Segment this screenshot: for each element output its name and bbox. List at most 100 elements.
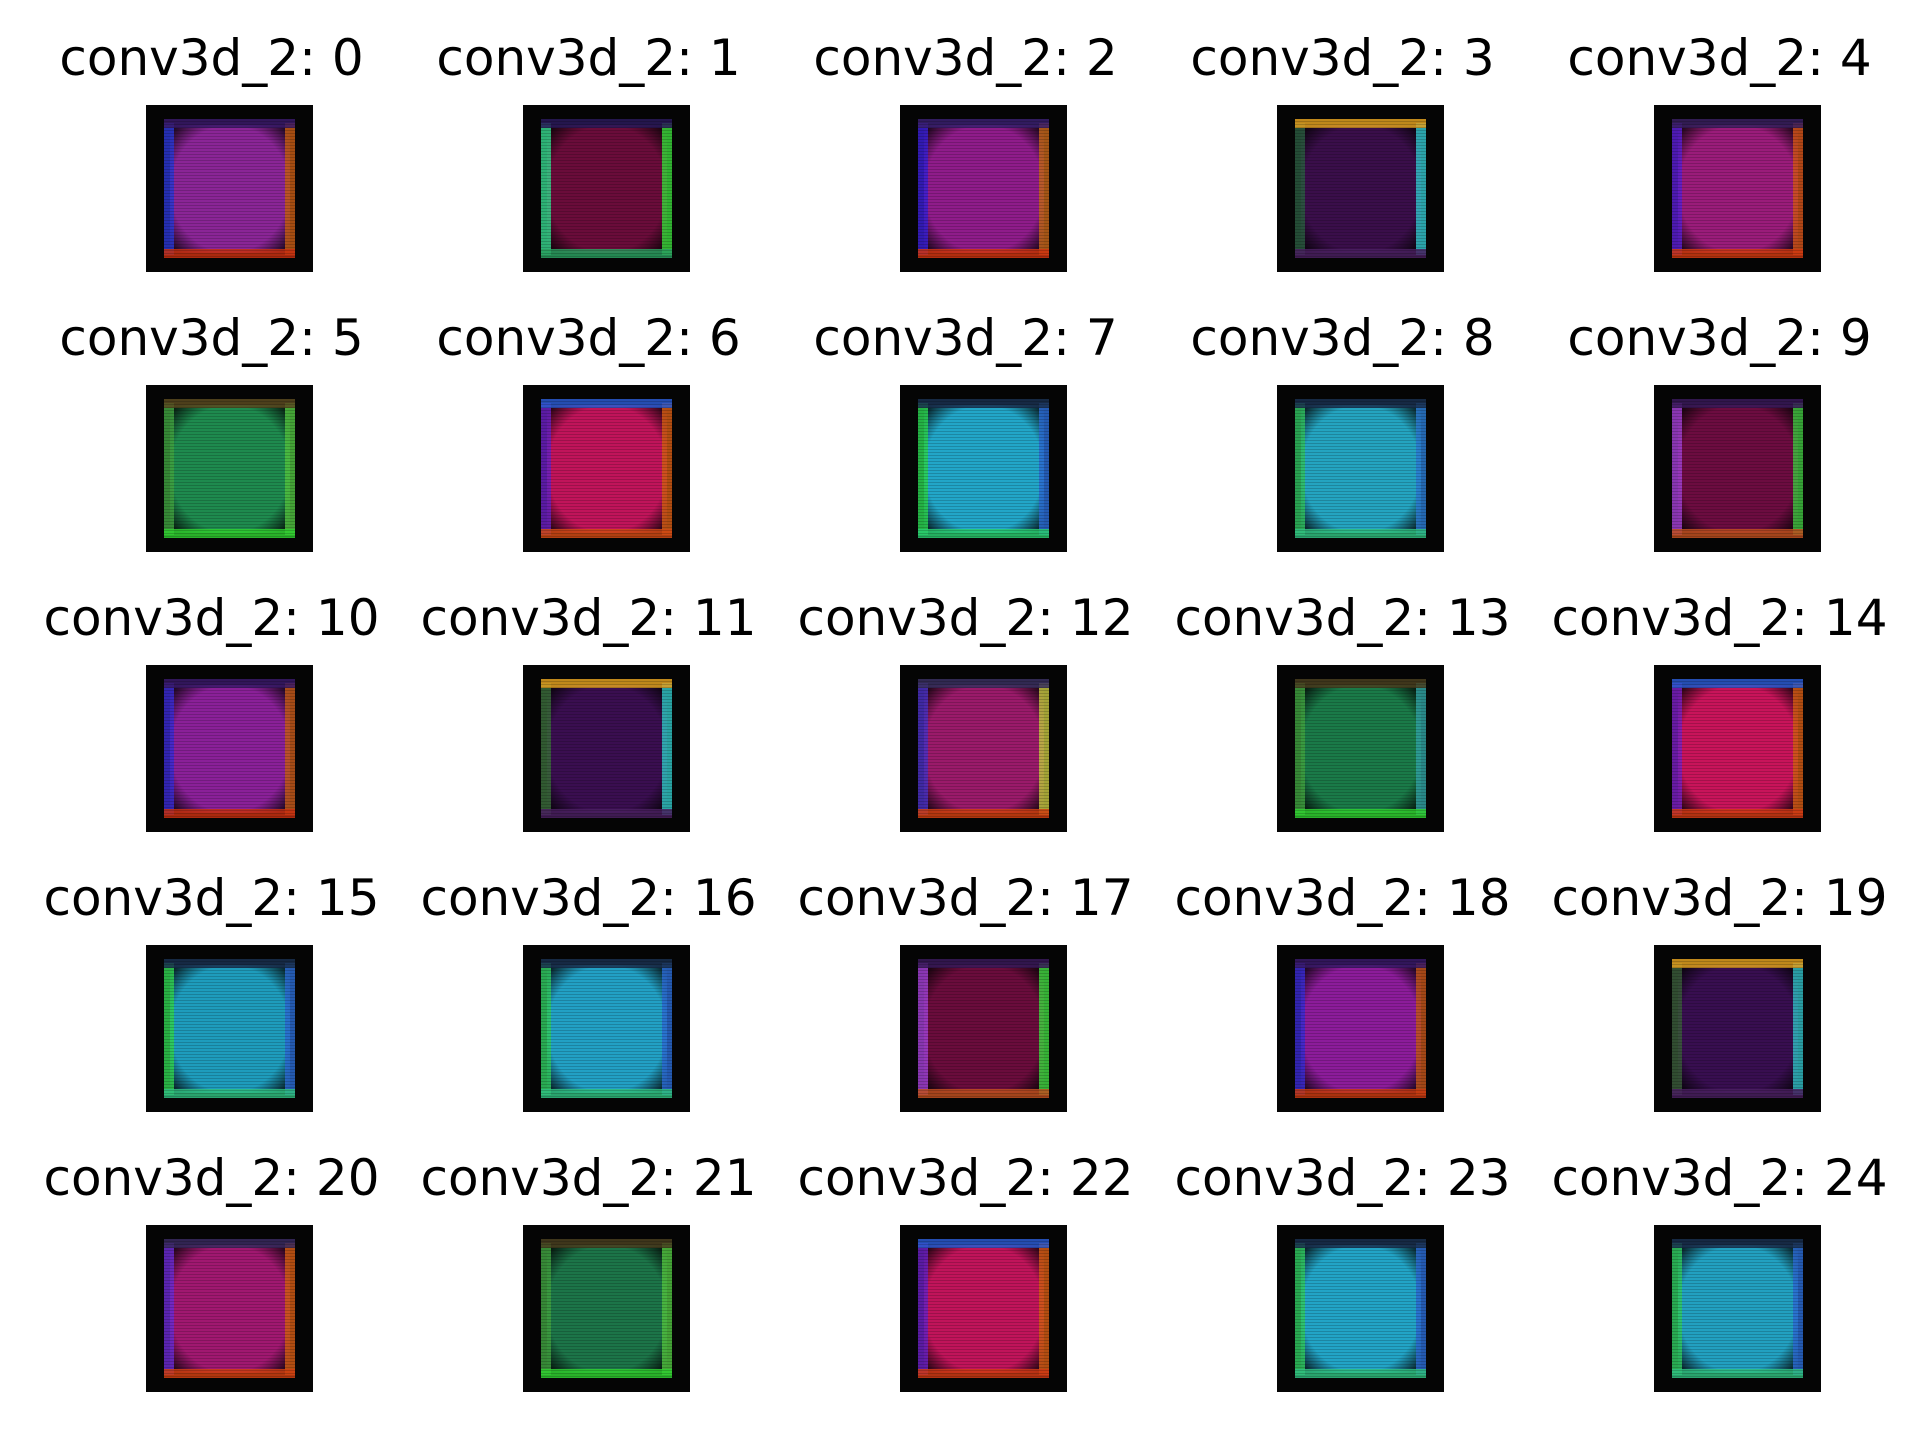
feature-map-fill (924, 685, 1044, 813)
feature-map-edge (1672, 683, 1682, 815)
feature-map-fill (1678, 125, 1798, 253)
feature-map-edge (1295, 1089, 1426, 1098)
feature-map-fill (547, 125, 667, 253)
panel-title: conv3d_2: 24 (1551, 1149, 1888, 1207)
feature-map-image (1654, 105, 1821, 272)
feature-map-edge (164, 249, 295, 258)
feature-map-panel: conv3d_2: 1 (400, 0, 777, 272)
feature-map-edge (164, 1089, 295, 1098)
feature-map-fill (1301, 125, 1421, 253)
feature-map-fill (547, 685, 667, 813)
panel-title: conv3d_2: 1 (436, 29, 741, 87)
feature-map-edge (918, 119, 1049, 128)
feature-map-edge (1672, 963, 1682, 1095)
feature-map-edge (164, 963, 174, 1095)
feature-map-edge (1416, 963, 1426, 1095)
feature-map-image (523, 385, 690, 552)
feature-map-fill (1678, 965, 1798, 1093)
feature-map-edge (918, 249, 1049, 258)
feature-map-edge (918, 959, 1049, 968)
feature-map-texture (1277, 945, 1444, 1112)
feature-map-panel: conv3d_2: 23 (1154, 1120, 1531, 1392)
feature-map-edge (662, 683, 672, 815)
feature-map-panel: conv3d_2: 21 (400, 1120, 777, 1392)
feature-map-image (1277, 665, 1444, 832)
feature-map-edge (918, 683, 928, 815)
feature-map-panel: conv3d_2: 16 (400, 840, 777, 1112)
feature-map-image (1277, 385, 1444, 552)
feature-map-image (146, 665, 313, 832)
panel-title: conv3d_2: 2 (813, 29, 1118, 87)
feature-map-edge (541, 683, 551, 815)
feature-map-fill (1678, 405, 1798, 533)
feature-map-image (523, 105, 690, 272)
feature-map-texture (900, 105, 1067, 272)
feature-map-edge (1672, 1243, 1682, 1375)
feature-map-image (146, 105, 313, 272)
feature-map-edge (1295, 529, 1426, 538)
feature-map-fill (924, 965, 1044, 1093)
feature-map-fill (1678, 1245, 1798, 1373)
feature-map-texture (900, 665, 1067, 832)
feature-map-edge (1295, 1369, 1426, 1378)
feature-map-edge (541, 959, 672, 968)
feature-map-panel: conv3d_2: 0 (23, 0, 400, 272)
feature-map-edge (1672, 249, 1803, 258)
panel-title: conv3d_2: 20 (43, 1149, 380, 1207)
panel-title: conv3d_2: 22 (797, 1149, 1134, 1207)
feature-map-fill (170, 965, 290, 1093)
panel-title: conv3d_2: 0 (59, 29, 364, 87)
feature-map-panel: conv3d_2: 11 (400, 560, 777, 832)
panel-title: conv3d_2: 15 (43, 869, 380, 927)
feature-map-edge (285, 123, 295, 255)
panel-title: conv3d_2: 10 (43, 589, 380, 647)
feature-map-texture (900, 385, 1067, 552)
feature-map-fill (170, 125, 290, 253)
feature-map-edge (1672, 1369, 1803, 1378)
feature-map-texture (900, 945, 1067, 1112)
feature-map-image (523, 665, 690, 832)
feature-map-fill (170, 405, 290, 533)
feature-map-panel: conv3d_2: 18 (1154, 840, 1531, 1112)
feature-map-texture (523, 945, 690, 1112)
feature-map-edge (1295, 403, 1305, 535)
feature-map-fill (547, 405, 667, 533)
feature-map-edge (1672, 809, 1803, 818)
feature-map-panel: conv3d_2: 3 (1154, 0, 1531, 272)
feature-map-panel: conv3d_2: 19 (1531, 840, 1908, 1112)
feature-map-edge (1295, 683, 1305, 815)
panel-title: conv3d_2: 19 (1551, 869, 1888, 927)
feature-map-fill (547, 965, 667, 1093)
feature-map-edge (1793, 1243, 1803, 1375)
feature-map-panel: conv3d_2: 12 (777, 560, 1154, 832)
feature-map-image (146, 1225, 313, 1392)
feature-map-edge (1672, 529, 1803, 538)
feature-map-edge (1039, 1243, 1049, 1375)
feature-map-edge (285, 683, 295, 815)
feature-map-image (900, 385, 1067, 552)
feature-map-edge (1295, 399, 1426, 408)
feature-map-edge (164, 1243, 174, 1375)
feature-map-edge (918, 399, 1049, 408)
feature-map-texture (523, 1225, 690, 1392)
feature-map-edge (541, 399, 672, 408)
feature-map-texture (523, 665, 690, 832)
feature-map-texture (1277, 1225, 1444, 1392)
panel-title: conv3d_2: 16 (420, 869, 757, 927)
feature-map-image (900, 1225, 1067, 1392)
feature-map-edge (1295, 1239, 1426, 1248)
feature-map-edge (1295, 123, 1305, 255)
panel-title: conv3d_2: 4 (1567, 29, 1872, 87)
feature-map-edge (1295, 959, 1426, 968)
feature-map-texture (1277, 105, 1444, 272)
feature-map-panel: conv3d_2: 5 (23, 280, 400, 552)
feature-map-texture (146, 1225, 313, 1392)
feature-map-panel: conv3d_2: 22 (777, 1120, 1154, 1392)
feature-map-fill (1678, 685, 1798, 813)
feature-map-edge (1672, 959, 1803, 968)
feature-map-edge (1793, 963, 1803, 1095)
feature-map-image (146, 945, 313, 1112)
feature-map-edge (541, 1239, 672, 1248)
feature-map-fill (924, 1245, 1044, 1373)
feature-map-edge (541, 529, 672, 538)
